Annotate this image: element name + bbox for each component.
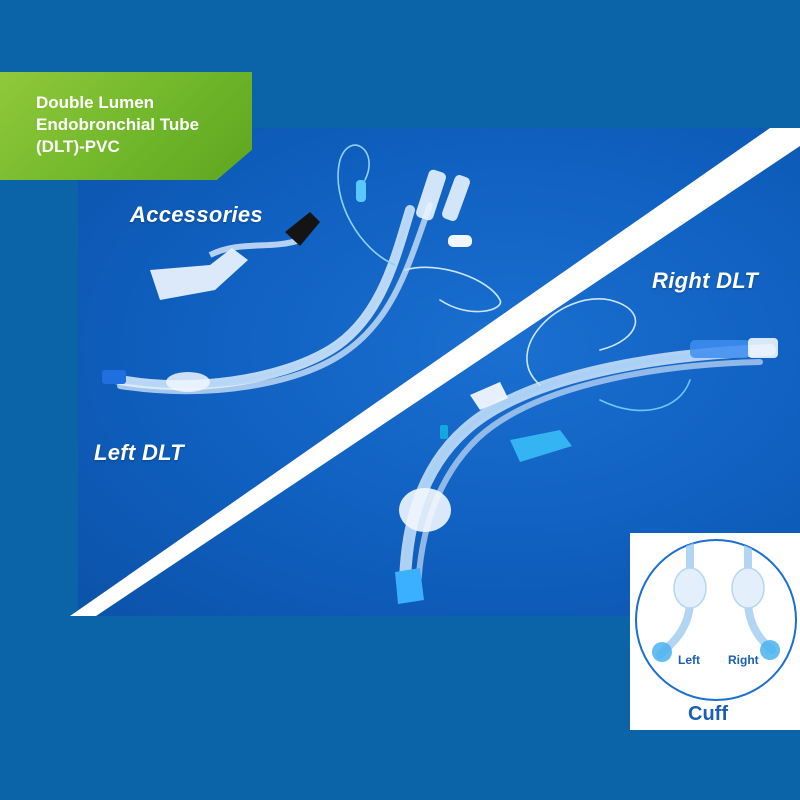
left-dlt-tube [102, 144, 502, 395]
product-title-line-3: (DLT)-PVC [36, 137, 120, 156]
cuff-right-label: Right [728, 653, 759, 667]
accessories-illustration [150, 212, 320, 300]
diagonal-divider [70, 128, 800, 616]
right-dlt-label: Right DLT [652, 268, 759, 293]
right-dlt-tube [395, 298, 778, 604]
stylet-clip [285, 212, 320, 246]
cuff-left-label: Left [678, 653, 700, 667]
accessories-label: Accessories [130, 202, 263, 227]
product-title-line-1: Double Lumen [36, 93, 155, 112]
cuff-title: Cuff [688, 703, 728, 725]
left-dlt-label: Left DLT [94, 440, 184, 465]
cuff-circle [635, 539, 797, 701]
product-title-badge [0, 72, 252, 180]
product-title-line-2: Endobronchial Tube [36, 115, 200, 134]
product-title: Double Lumen Endobronchial Tube (DLT)-PV… [36, 92, 199, 158]
